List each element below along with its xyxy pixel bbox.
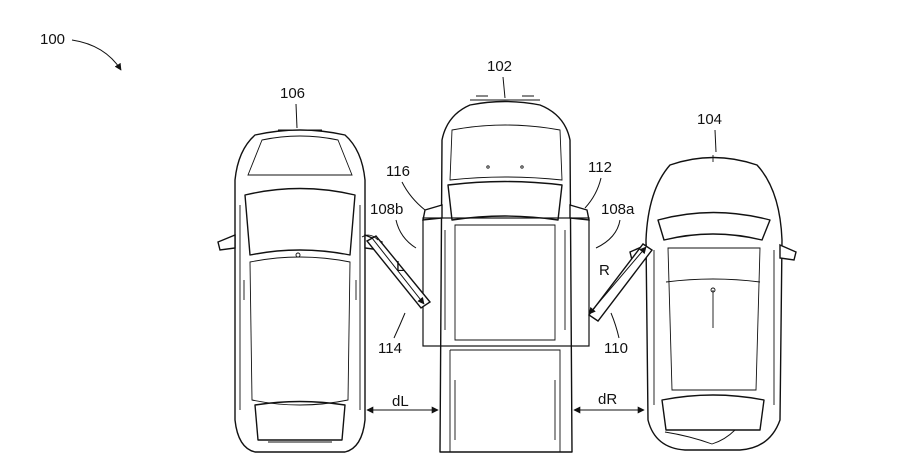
left-mirror-camera-label: 108b <box>370 201 403 218</box>
left-mirror-camera-leader <box>395 219 417 249</box>
right-vehicle-label: 104 <box>697 111 722 128</box>
right-vehicle-leader <box>714 129 717 153</box>
center-vehicle-leader <box>502 76 506 99</box>
right-mirror-label: 112 <box>588 159 612 176</box>
left-vehicle-leader <box>295 103 298 129</box>
right-mirror-camera-label: 108a <box>601 201 635 218</box>
left-beam-leader <box>393 312 406 339</box>
center-vehicle <box>422 95 590 453</box>
left-vehicle-label: 106 <box>280 85 305 102</box>
left-mirror-leader <box>401 181 426 211</box>
right-side-label: R <box>599 262 610 279</box>
left-vehicle <box>217 129 383 453</box>
left-sensing-beam <box>361 234 432 309</box>
distance-left-label: dL <box>392 393 409 410</box>
right-mirror-camera-leader <box>595 219 621 249</box>
figure-pointer-arrow <box>71 39 122 71</box>
right-sensing-beam <box>587 243 654 322</box>
right-beam-label: 110 <box>604 340 628 357</box>
left-beam-label: 114 <box>378 340 402 357</box>
left-side-label: L <box>396 258 404 275</box>
right-vehicle <box>629 155 797 451</box>
right-mirror-leader <box>584 177 602 209</box>
left-mirror-label: 116 <box>386 163 410 180</box>
sensing-zone <box>422 217 590 347</box>
distance-right-label: dR <box>598 391 617 408</box>
right-beam-leader <box>610 312 620 339</box>
figure-number-label: 100 <box>40 31 65 48</box>
center-vehicle-label: 102 <box>487 58 512 75</box>
